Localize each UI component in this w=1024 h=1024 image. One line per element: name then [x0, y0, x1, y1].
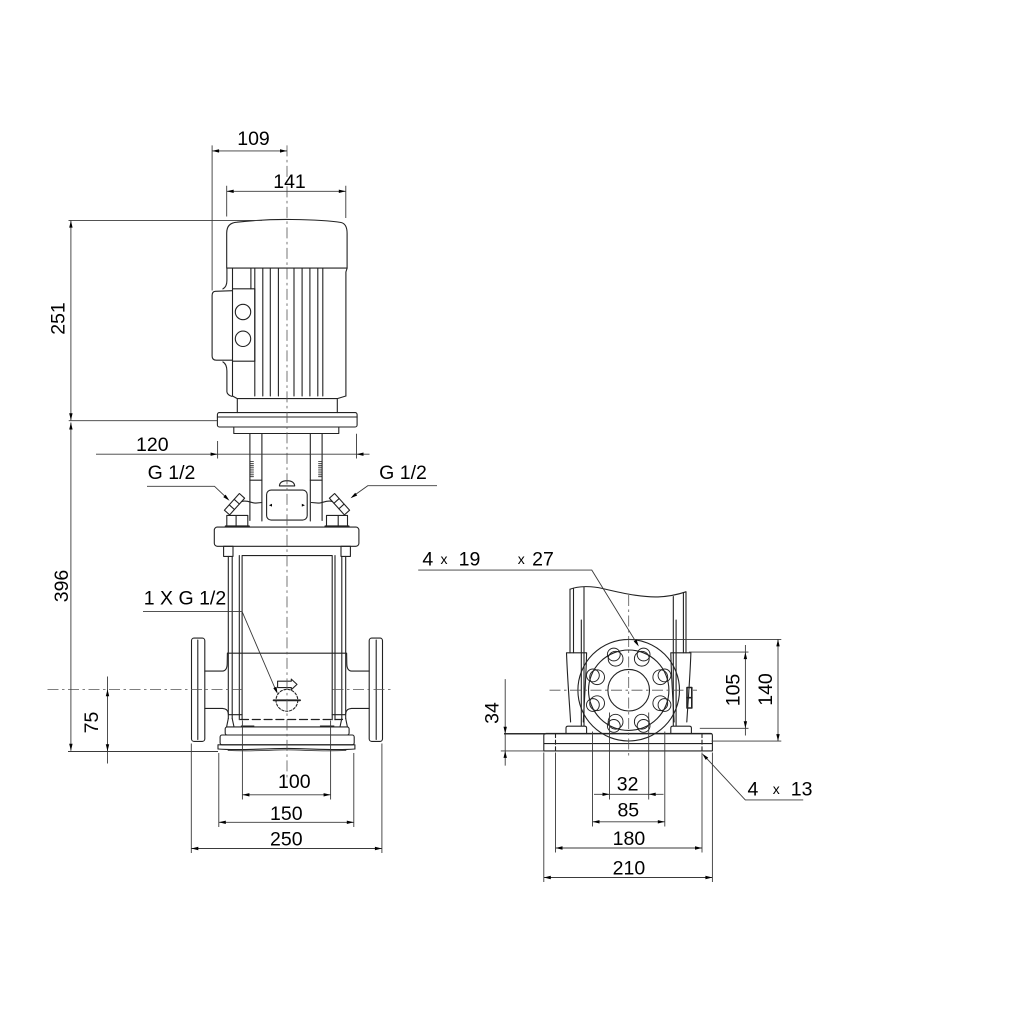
svg-text:75: 75 [81, 712, 103, 734]
svg-text:4: 4 [747, 779, 758, 801]
svg-text:32: 32 [617, 774, 639, 796]
svg-text:34: 34 [482, 702, 504, 724]
svg-text:1 X G 1/2: 1 X G 1/2 [144, 588, 226, 610]
svg-text:x: x [773, 781, 780, 797]
svg-text:150: 150 [270, 803, 303, 825]
svg-text:100: 100 [278, 771, 311, 793]
svg-text:105: 105 [723, 674, 745, 707]
svg-text:396: 396 [51, 570, 73, 603]
svg-text:85: 85 [617, 800, 639, 822]
svg-text:251: 251 [48, 302, 70, 335]
svg-text:109: 109 [237, 128, 270, 150]
svg-text:250: 250 [270, 829, 303, 851]
svg-text:G 1/2: G 1/2 [148, 462, 196, 484]
svg-text:x: x [441, 551, 448, 567]
svg-text:G 1/2: G 1/2 [379, 462, 427, 484]
svg-text:180: 180 [613, 828, 646, 850]
svg-text:120: 120 [136, 434, 169, 456]
svg-text:x: x [518, 551, 525, 567]
svg-text:19: 19 [459, 549, 481, 571]
svg-text:210: 210 [613, 858, 646, 880]
svg-text:27: 27 [532, 549, 554, 571]
svg-text:140: 140 [755, 673, 777, 706]
svg-text:141: 141 [273, 171, 306, 193]
svg-text:13: 13 [791, 779, 813, 801]
svg-text:4: 4 [422, 549, 433, 571]
